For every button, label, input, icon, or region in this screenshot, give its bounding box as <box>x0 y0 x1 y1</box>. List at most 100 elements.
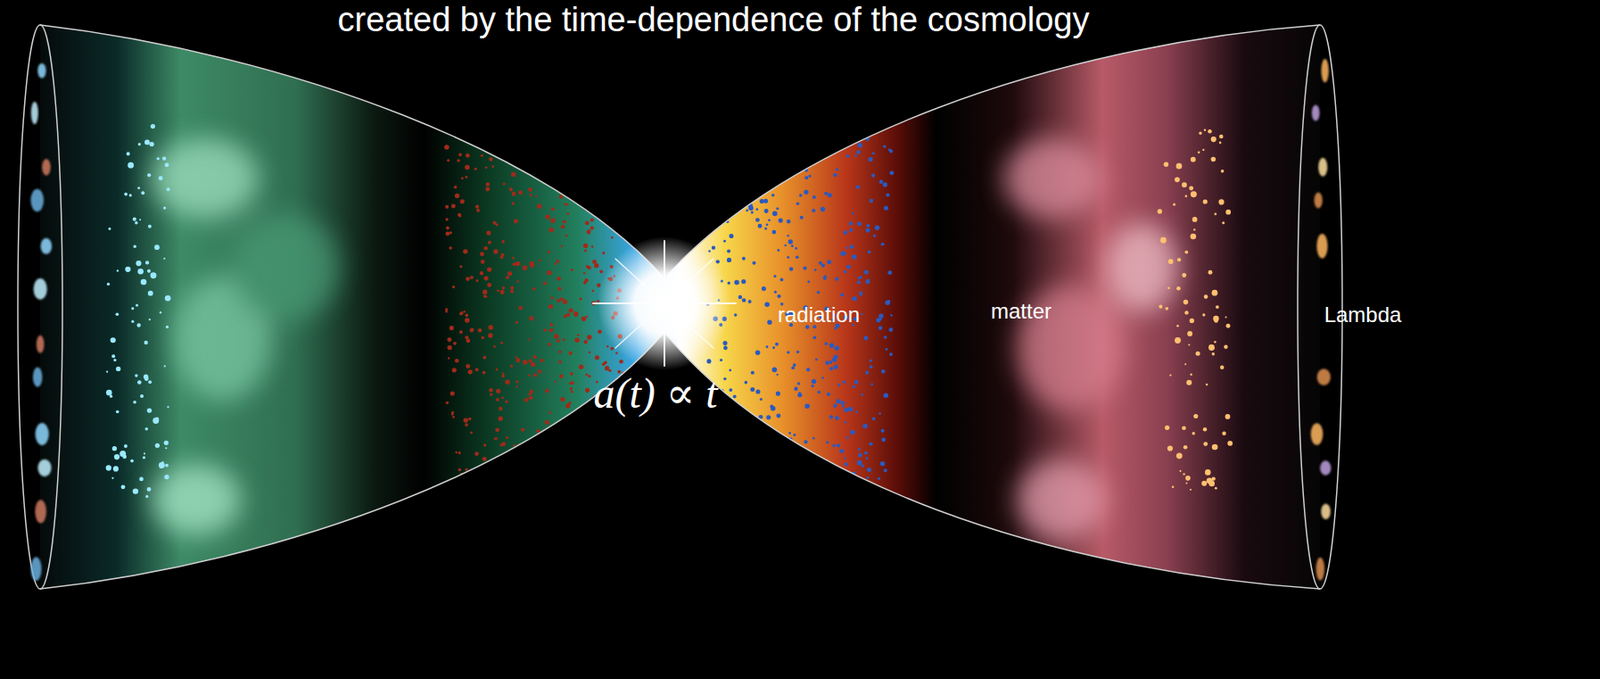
particle-dot <box>798 492 801 495</box>
particle-dot <box>728 233 734 239</box>
particle-dot <box>742 256 746 261</box>
particle-dot <box>483 275 488 281</box>
particle-dot <box>1174 337 1181 344</box>
particle-dot <box>592 259 597 264</box>
particle-dot <box>466 338 471 344</box>
particle-dot <box>835 167 839 171</box>
particle-dot <box>500 255 504 259</box>
particle-dot <box>811 384 815 388</box>
particle-dot <box>778 217 784 223</box>
particle-dot <box>833 121 837 124</box>
particle-dot <box>714 107 718 110</box>
particle-dot <box>585 315 588 318</box>
particle-dot <box>1176 324 1180 328</box>
particle-dot <box>495 368 499 372</box>
particle-dot <box>796 350 800 354</box>
particle-dot <box>835 398 841 404</box>
galaxy <box>1319 460 1331 475</box>
particle-dot <box>760 478 764 481</box>
particle-dot <box>1227 440 1233 446</box>
particle-dot <box>810 476 813 479</box>
particle-dot <box>164 446 167 449</box>
particle-dot <box>857 453 863 458</box>
particle-dot <box>533 372 537 377</box>
particle-dot <box>115 366 121 372</box>
particle-dot <box>148 224 152 229</box>
particle-dot <box>846 247 850 250</box>
particle-dot <box>512 262 517 266</box>
particle-dot <box>529 161 534 165</box>
particle-dot <box>811 208 816 213</box>
particle-dot <box>155 443 160 448</box>
particle-dot <box>453 115 459 120</box>
particle-dot <box>563 202 567 206</box>
particle-dot <box>560 396 565 402</box>
particle-dot <box>553 379 556 382</box>
particle-dot <box>617 209 621 214</box>
particle-dot <box>452 367 457 372</box>
particle-dot <box>482 355 487 360</box>
particle-dot <box>586 334 593 340</box>
particle-dot <box>806 367 810 372</box>
particle-dot <box>1226 323 1231 329</box>
particle-dot <box>487 332 494 339</box>
particle-dot <box>484 295 487 298</box>
particle-dot <box>570 268 574 272</box>
particle-dot <box>519 450 522 454</box>
particle-dot <box>882 181 888 187</box>
particle-dot <box>764 158 769 164</box>
particle-dot <box>789 266 793 271</box>
particle-dot <box>445 401 449 405</box>
particle-dot <box>562 338 566 341</box>
particle-dot <box>1187 330 1193 337</box>
particle-dot <box>577 333 580 337</box>
particle-dot <box>459 264 462 268</box>
particle-dot <box>577 115 581 119</box>
particle-dot <box>818 111 824 116</box>
particle-dot <box>558 360 562 364</box>
particle-dot <box>446 337 452 342</box>
particle-dot <box>818 141 823 146</box>
particle-dot <box>522 264 528 270</box>
particle-dot <box>791 244 794 248</box>
particle-dot <box>843 407 849 413</box>
particle-dot <box>1176 452 1183 459</box>
particle-dot <box>462 310 466 314</box>
particle-dot <box>841 400 846 405</box>
particle-dot <box>147 407 152 413</box>
particle-dot <box>795 255 800 259</box>
particle-dot <box>566 203 570 207</box>
particle-dot <box>759 397 763 401</box>
particle-dot <box>734 280 740 286</box>
particle-dot <box>719 136 725 141</box>
particle-dot <box>548 304 553 309</box>
particle-dot <box>748 205 754 211</box>
particle-dot <box>870 382 874 386</box>
particle-dot <box>620 417 626 422</box>
particle-dot <box>783 446 788 452</box>
particle-dot <box>585 180 590 184</box>
particle-dot <box>130 459 134 463</box>
particle-dot <box>879 317 883 321</box>
particle-dot <box>837 382 841 386</box>
particle-dot <box>1164 425 1170 430</box>
particle-dot <box>742 482 745 486</box>
particle-dot <box>164 440 169 446</box>
particle-dot <box>137 186 141 190</box>
particle-dot <box>609 126 614 132</box>
particle-dot <box>578 296 582 300</box>
particle-dot <box>815 357 818 361</box>
particle-dot <box>885 347 889 351</box>
particle-dot <box>516 357 521 363</box>
particle-dot <box>131 320 134 323</box>
particle-dot <box>590 217 594 222</box>
particle-dot <box>569 307 574 313</box>
particle-dot <box>162 156 166 161</box>
particle-dot <box>614 184 619 189</box>
particle-dot <box>448 246 452 249</box>
particle-dot <box>482 456 487 462</box>
particle-dot <box>569 381 572 385</box>
particle-dot <box>498 415 504 421</box>
particle-dot <box>857 142 863 148</box>
particle-dot <box>816 122 822 127</box>
